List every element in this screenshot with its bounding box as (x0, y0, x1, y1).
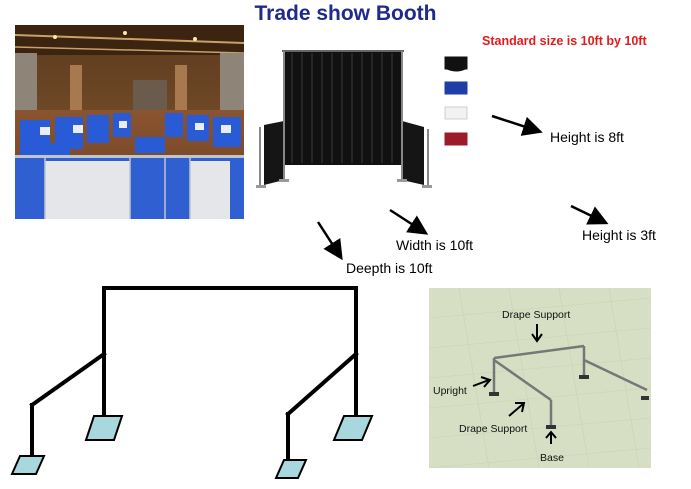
arrow-height-3 (570, 204, 609, 225)
trade-show-hall-photo (15, 25, 244, 219)
arrow-height-8 (491, 114, 543, 136)
label-width: Width is 10ft (396, 237, 474, 253)
render-label-drape-support-side: Drape Support (459, 423, 528, 435)
base-plates (10, 415, 374, 479)
render-label-upright: Upright (433, 385, 467, 397)
color-swatches (444, 56, 468, 146)
frame-line-drawing (10, 286, 374, 479)
booth-drape-photo (256, 50, 468, 188)
label-depth: Deepth is 10ft (346, 260, 433, 276)
label-height-3: Height is 3ft (582, 227, 656, 243)
arrow-depth (316, 221, 343, 261)
render-label-base: Base (540, 452, 564, 464)
arrow-width (389, 208, 429, 235)
label-height-8: Height is 8ft (550, 129, 624, 145)
page-title: Trade show Booth (254, 2, 437, 25)
standard-size-note: Standard size is 10ft by 10ft (482, 34, 647, 48)
frame-3d-render (429, 288, 651, 468)
render-label-drape-support-top: Drape Support (502, 309, 571, 321)
